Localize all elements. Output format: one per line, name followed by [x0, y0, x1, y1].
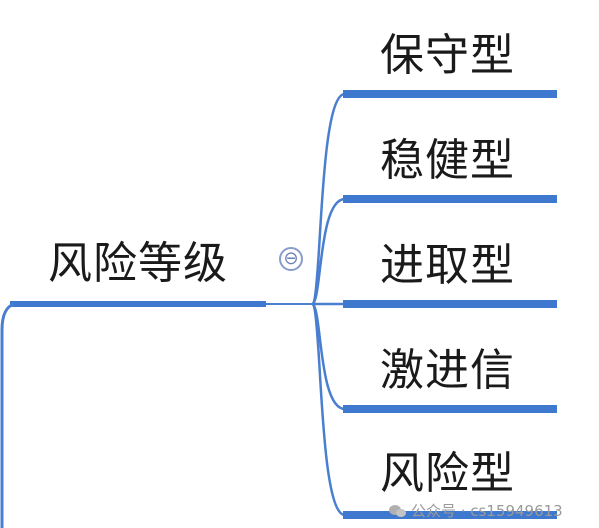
watermark-text: 公众号 · cs15949613 [411, 502, 563, 520]
branch-underline-1 [343, 90, 557, 98]
root-topic-label[interactable]: 风险等级 [48, 238, 228, 289]
branch-underline-5 [343, 511, 557, 519]
branch-underline-4 [343, 405, 557, 413]
branch-underline-3 [343, 300, 557, 308]
branch-curve-2 [310, 197, 346, 306]
branch-curve-5 [310, 302, 346, 517]
branch-topic-2[interactable]: 稳健型 [380, 135, 515, 186]
collapse-toggle-icon[interactable]: ⊖ [279, 247, 303, 271]
wechat-icon [389, 504, 407, 518]
branch-topic-4[interactable]: 激进信 [380, 345, 515, 396]
branch-topic-5[interactable]: 风险型 [380, 448, 515, 499]
root-underline [10, 301, 266, 307]
branch-underline-2 [343, 195, 557, 203]
branch-topic-1[interactable]: 保守型 [380, 30, 515, 81]
watermark: 公众号 · cs15949613 [389, 500, 563, 521]
branch-topic-3[interactable]: 进取型 [380, 240, 515, 291]
root-left-curve [0, 302, 15, 528]
